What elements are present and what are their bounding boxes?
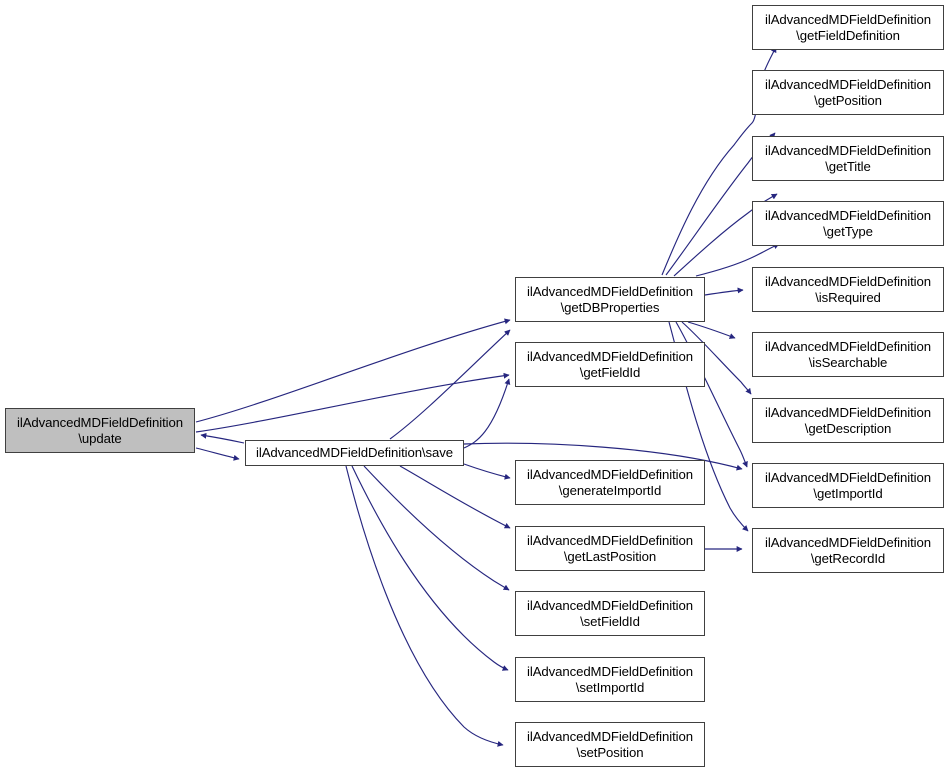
graph-edge xyxy=(687,321,736,339)
graph-node-label: ilAdvancedMDFieldDefinition \isRequired xyxy=(765,274,931,305)
graph-edge xyxy=(195,447,240,461)
graph-node-label: ilAdvancedMDFieldDefinition \getFieldDef… xyxy=(765,12,931,43)
graph-node-label: ilAdvancedMDFieldDefinition \getImportId xyxy=(765,470,931,501)
graph-node-label: ilAdvancedMDFieldDefinition \getFieldId xyxy=(527,349,693,380)
graph-node-save[interactable]: ilAdvancedMDFieldDefinition\save xyxy=(245,440,464,466)
graph-node-label: ilAdvancedMDFieldDefinition \getRecordId xyxy=(765,535,931,566)
graph-node-setFieldId[interactable]: ilAdvancedMDFieldDefinition \setFieldId xyxy=(515,591,705,636)
graph-node-getFieldId[interactable]: ilAdvancedMDFieldDefinition \getFieldId xyxy=(515,342,705,387)
graph-node-getImportId[interactable]: ilAdvancedMDFieldDefinition \getImportId xyxy=(752,463,944,508)
graph-node-label: ilAdvancedMDFieldDefinition \getLastPosi… xyxy=(527,533,693,564)
graph-node-getType[interactable]: ilAdvancedMDFieldDefinition \getType xyxy=(752,201,944,246)
graph-node-generateImportId[interactable]: ilAdvancedMDFieldDefinition \generateImp… xyxy=(515,460,705,505)
graph-node-isRequired[interactable]: ilAdvancedMDFieldDefinition \isRequired xyxy=(752,267,944,312)
graph-edge xyxy=(673,193,778,277)
graph-node-label: ilAdvancedMDFieldDefinition \generateImp… xyxy=(527,467,693,498)
graph-edge xyxy=(661,46,777,276)
graph-edge xyxy=(695,243,780,277)
graph-node-getPosition[interactable]: ilAdvancedMDFieldDefinition \getPosition xyxy=(752,70,944,115)
graph-node-isSearchable[interactable]: ilAdvancedMDFieldDefinition \isSearchabl… xyxy=(752,332,944,377)
graph-edge xyxy=(351,465,509,671)
graph-node-getTitle[interactable]: ilAdvancedMDFieldDefinition \getTitle xyxy=(752,136,944,181)
graph-node-label: ilAdvancedMDFieldDefinition \getDBProper… xyxy=(527,284,693,315)
graph-node-getDescription[interactable]: ilAdvancedMDFieldDefinition \getDescript… xyxy=(752,398,944,443)
graph-edge xyxy=(463,378,511,449)
graph-node-setPosition[interactable]: ilAdvancedMDFieldDefinition \setPosition xyxy=(515,722,705,767)
graph-edges xyxy=(195,46,780,747)
graph-edge xyxy=(389,329,511,440)
graph-node-update[interactable]: ilAdvancedMDFieldDefinition \update xyxy=(5,408,195,453)
graph-edge xyxy=(195,372,510,433)
graph-node-label: ilAdvancedMDFieldDefinition \update xyxy=(17,415,183,446)
graph-node-label: ilAdvancedMDFieldDefinition \setFieldId xyxy=(527,598,693,629)
graph-edge xyxy=(704,287,744,296)
graph-node-getRecordId[interactable]: ilAdvancedMDFieldDefinition \getRecordId xyxy=(752,528,944,573)
graph-node-label: ilAdvancedMDFieldDefinition \getPosition xyxy=(765,77,931,108)
graph-node-label: ilAdvancedMDFieldDefinition\save xyxy=(256,445,453,461)
graph-edge xyxy=(681,321,752,395)
graph-edge xyxy=(399,465,511,529)
graph-node-label: ilAdvancedMDFieldDefinition \setPosition xyxy=(527,729,693,760)
graph-edge xyxy=(345,465,504,747)
graph-node-label: ilAdvancedMDFieldDefinition \setImportId xyxy=(527,664,693,695)
graph-edge xyxy=(195,318,511,423)
graph-node-setImportId[interactable]: ilAdvancedMDFieldDefinition \setImportId xyxy=(515,657,705,702)
graph-edge xyxy=(200,432,245,444)
graph-node-getLastPosition[interactable]: ilAdvancedMDFieldDefinition \getLastPosi… xyxy=(515,526,705,571)
graph-node-getFieldDefinition[interactable]: ilAdvancedMDFieldDefinition \getFieldDef… xyxy=(752,5,944,50)
graph-edge xyxy=(363,465,510,591)
graph-node-label: ilAdvancedMDFieldDefinition \isSearchabl… xyxy=(765,339,931,370)
graph-node-label: ilAdvancedMDFieldDefinition \getTitle xyxy=(765,143,931,174)
graph-node-label: ilAdvancedMDFieldDefinition \getDescript… xyxy=(765,405,931,436)
graph-edge xyxy=(463,463,511,480)
graph-node-getDBProperties[interactable]: ilAdvancedMDFieldDefinition \getDBProper… xyxy=(515,277,705,322)
graph-node-label: ilAdvancedMDFieldDefinition \getType xyxy=(765,208,931,239)
